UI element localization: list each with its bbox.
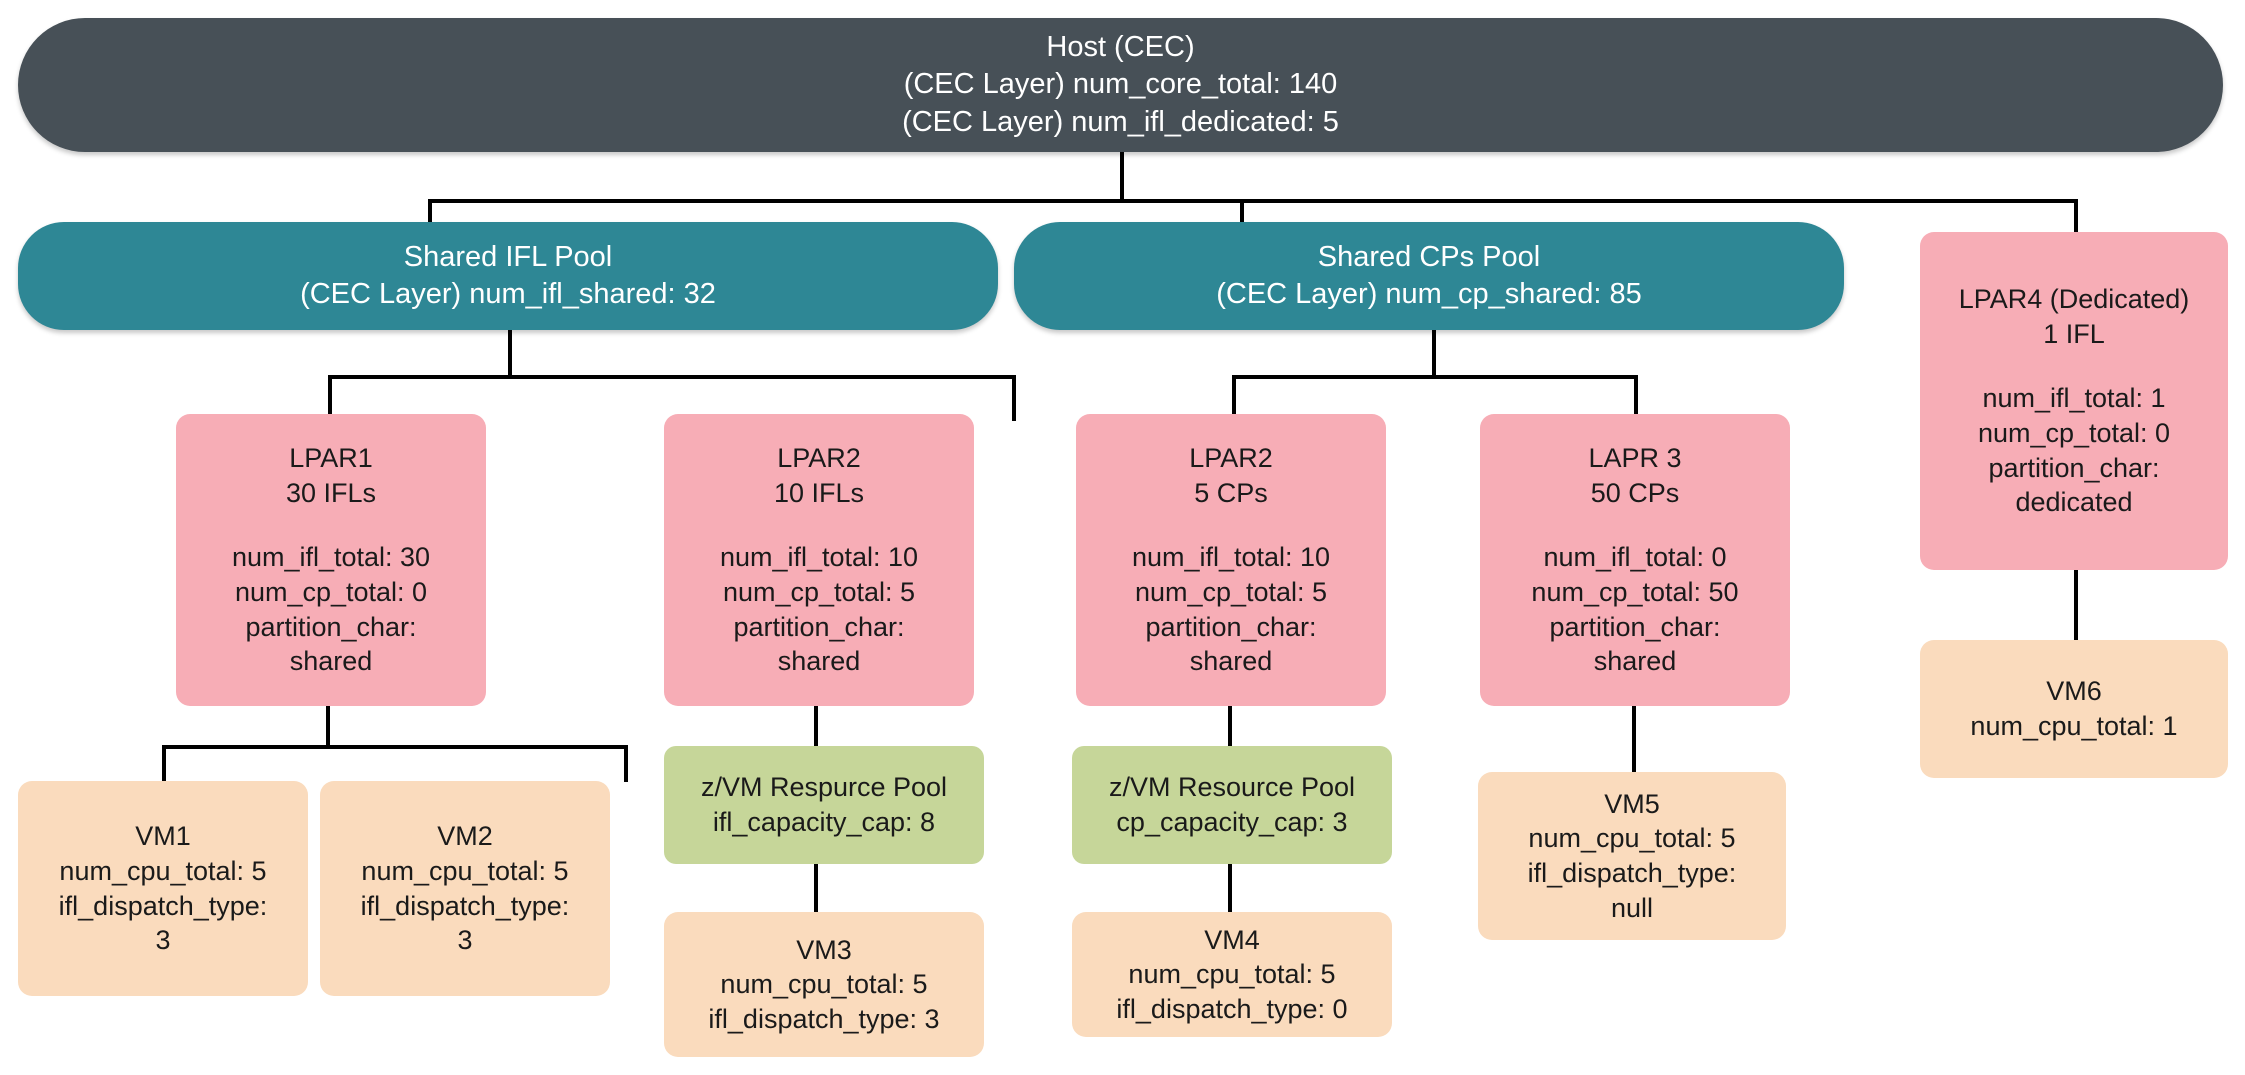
vm3-name: VM3 <box>796 934 852 965</box>
lapr3-subtitle: 50 CPs <box>1590 477 1680 508</box>
lpar4-num-cp-total: num_cp_total: 0 <box>1977 418 2171 448</box>
lpar1-num-ifl-total: num_ifl_total: 30 <box>231 542 431 573</box>
vm1-name: VM1 <box>135 821 191 852</box>
host-cec-node[interactable]: Host (CEC) (CEC Layer) num_core_total: 1… <box>18 18 2223 152</box>
host-title: Host (CEC) <box>1046 31 1195 64</box>
shared-ifl-pool-node[interactable]: Shared IFL Pool (CEC Layer) num_ifl_shar… <box>18 222 998 330</box>
vm4-node[interactable]: VM4 num_cpu_total: 5 ifl_dispatch_type: … <box>1072 912 1392 1037</box>
lapr3-partition-char-label: partition_char: <box>1549 611 1721 642</box>
vm1-node[interactable]: VM1 num_cpu_total: 5 ifl_dispatch_type: … <box>18 781 308 996</box>
edge-lpar2ifl-to-zvm <box>814 704 818 746</box>
vm1-ifl-dispatch-type-value: 3 <box>155 925 171 956</box>
host-num-ifl-dedicated: (CEC Layer) num_ifl_dedicated: 5 <box>902 105 1339 138</box>
zvm-resource-pool-ifl-node[interactable]: z/VM Respurce Pool ifl_capacity_cap: 8 <box>664 746 984 864</box>
lpar4-name: LPAR4 (Dedicated) <box>1958 284 2190 315</box>
edge-lpar1-bus <box>162 745 628 749</box>
lpar1-subtitle: 30 IFLs <box>285 477 377 508</box>
zvm-resource-pool-cp-node[interactable]: z/VM Resource Pool cp_capacity_cap: 3 <box>1072 746 1392 864</box>
edge-to-lapr3 <box>1634 375 1638 421</box>
vm2-num-cpu-total: num_cpu_total: 5 <box>361 855 569 886</box>
shared-ifl-pool-title: Shared IFL Pool <box>403 240 613 273</box>
lpar2-cp-num-cp-total: num_cp_total: 5 <box>1134 577 1328 607</box>
lpar2-ifl-node[interactable]: LPAR2 10 IFLs num_ifl_total: 10 num_cp_t… <box>664 414 974 706</box>
vm5-name: VM5 <box>1604 788 1660 819</box>
lpar2-cp-subtitle: 5 CPs <box>1194 477 1268 508</box>
lapr3-partition-char-value: shared <box>1593 646 1677 677</box>
vm6-name: VM6 <box>2046 676 2102 707</box>
edge-to-vm1 <box>162 745 166 782</box>
zvm-ifl-capacity-cap: ifl_capacity_cap: 8 <box>712 807 936 837</box>
edge-to-vm2 <box>624 745 628 782</box>
lpar4-partition-char-value: dedicated <box>2015 487 2133 518</box>
vm4-num-cpu-total: num_cpu_total: 5 <box>1128 959 1336 990</box>
edge-cp-pool-down <box>1432 330 1436 378</box>
shared-cps-pool-title: Shared CPs Pool <box>1317 240 1541 273</box>
lpar1-partition-char-label: partition_char: <box>245 611 417 642</box>
vm4-ifl-dispatch-type: ifl_dispatch_type: 0 <box>1116 993 1348 1024</box>
edge-ifl-pool-down <box>508 330 512 378</box>
lpar1-partition-char-value: shared <box>289 646 373 677</box>
lpar1-name: LPAR1 <box>289 443 373 474</box>
edge-bus-level1 <box>428 199 2078 203</box>
vm6-num-cpu-total: num_cpu_total: 1 <box>1970 711 2178 741</box>
edge-lapr3-to-vm5 <box>1632 704 1636 772</box>
shared-cps-pool-node[interactable]: Shared CPs Pool (CEC Layer) num_cp_share… <box>1014 222 1844 330</box>
vm4-name: VM4 <box>1204 924 1260 955</box>
edge-lpar4-to-vm6 <box>2074 570 2078 643</box>
lapr3-name: LAPR 3 <box>1588 443 1682 474</box>
lpar2-ifl-partition-char-label: partition_char: <box>733 611 905 642</box>
edge-host-to-bus <box>1120 150 1124 202</box>
edge-to-lpar2-cp <box>1232 375 1236 421</box>
lpar1-node[interactable]: LPAR1 30 IFLs num_ifl_total: 30 num_cp_t… <box>176 414 486 706</box>
lpar4-num-ifl-total: num_ifl_total: 1 <box>1982 383 2166 414</box>
lpar2-cp-num-ifl-total: num_ifl_total: 10 <box>1131 542 1331 573</box>
edge-zvm-ifl-to-vm3 <box>814 863 818 913</box>
vm3-node[interactable]: VM3 num_cpu_total: 5 ifl_dispatch_type: … <box>664 912 984 1057</box>
lpar2-cp-partition-char-label: partition_char: <box>1145 611 1317 642</box>
edge-ifl-pool-bus <box>328 375 1016 379</box>
shared-cps-pool-value: (CEC Layer) num_cp_shared: 85 <box>1216 278 1642 310</box>
edge-bus-to-lpar4 <box>2074 199 2078 233</box>
lpar2-cp-name: LPAR2 <box>1189 443 1273 474</box>
edge-lpar1-down <box>326 704 330 748</box>
lpar2-ifl-num-cp-total: num_cp_total: 5 <box>722 577 916 607</box>
vm5-ifl-dispatch-type-label: ifl_dispatch_type: <box>1527 858 1737 888</box>
vm1-ifl-dispatch-type-label: ifl_dispatch_type: <box>58 890 268 921</box>
vm2-node[interactable]: VM2 num_cpu_total: 5 ifl_dispatch_type: … <box>320 781 610 996</box>
lpar4-dedicated-node[interactable]: LPAR4 (Dedicated) 1 IFL num_ifl_total: 1… <box>1920 232 2228 570</box>
zvm-cp-title: z/VM Resource Pool <box>1108 772 1356 803</box>
vm1-num-cpu-total: num_cpu_total: 5 <box>59 855 267 886</box>
lpar4-subtitle: 1 IFL <box>2043 318 2105 349</box>
lapr3-num-cp-total: num_cp_total: 50 <box>1531 577 1739 607</box>
edge-zvm-cp-to-vm4 <box>1228 863 1232 913</box>
vm3-ifl-dispatch-type: ifl_dispatch_type: 3 <box>708 1003 940 1034</box>
zvm-ifl-title: z/VM Respurce Pool <box>700 772 948 803</box>
vm2-ifl-dispatch-type-value: 3 <box>457 925 473 956</box>
vm5-num-cpu-total: num_cpu_total: 5 <box>1528 823 1736 854</box>
lapr3-num-ifl-total: num_ifl_total: 0 <box>1543 542 1727 573</box>
edge-to-lpar2-ifl <box>1012 375 1016 421</box>
vm2-name: VM2 <box>437 821 493 852</box>
shared-ifl-pool-value: (CEC Layer) num_ifl_shared: 32 <box>300 278 716 310</box>
lpar2-ifl-subtitle: 10 IFLs <box>773 477 865 508</box>
lapr3-node[interactable]: LAPR 3 50 CPs num_ifl_total: 0 num_cp_to… <box>1480 414 1790 706</box>
lpar2-ifl-num-ifl-total: num_ifl_total: 10 <box>719 542 919 573</box>
vm2-ifl-dispatch-type-label: ifl_dispatch_type: <box>360 890 570 921</box>
zvm-cp-capacity-cap: cp_capacity_cap: 3 <box>1116 807 1348 837</box>
vm3-num-cpu-total: num_cpu_total: 5 <box>720 969 928 1000</box>
host-num-core-total: (CEC Layer) num_core_total: 140 <box>903 68 1338 101</box>
edge-to-lpar1 <box>328 375 332 421</box>
lpar1-num-cp-total: num_cp_total: 0 <box>234 577 428 607</box>
lpar2-ifl-name: LPAR2 <box>777 443 861 474</box>
lpar2-cp-partition-char-value: shared <box>1189 646 1273 677</box>
vm5-node[interactable]: VM5 num_cpu_total: 5 ifl_dispatch_type: … <box>1478 772 1786 940</box>
lpar2-cp-node[interactable]: LPAR2 5 CPs num_ifl_total: 10 num_cp_tot… <box>1076 414 1386 706</box>
edge-lpar2cp-to-zvm <box>1228 704 1232 746</box>
lpar2-ifl-partition-char-value: shared <box>777 646 861 677</box>
lpar4-partition-char-label: partition_char: <box>1988 452 2160 483</box>
edge-cp-pool-bus <box>1232 375 1638 379</box>
vm5-ifl-dispatch-type-value: null <box>1610 892 1654 923</box>
vm6-node[interactable]: VM6 num_cpu_total: 1 <box>1920 640 2228 778</box>
